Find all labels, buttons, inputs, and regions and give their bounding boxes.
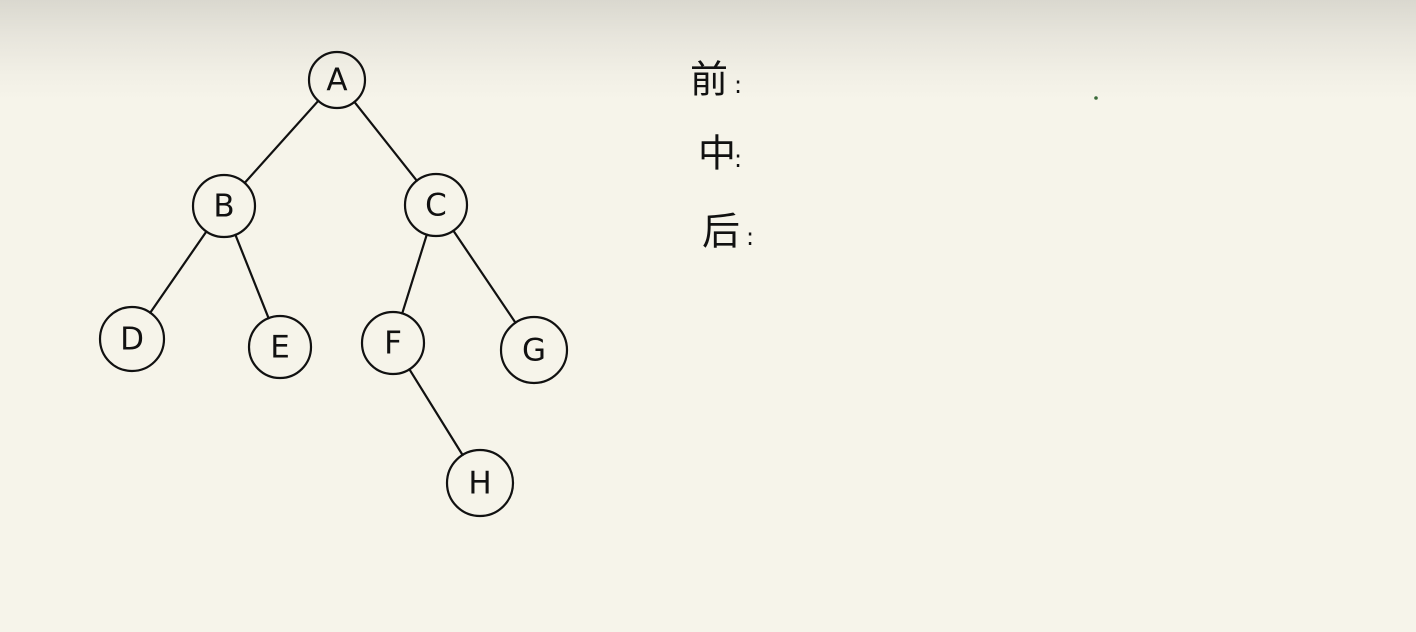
tree-node-b: B [191, 173, 257, 239]
node-label-g: G [522, 333, 546, 369]
preorder-line: 前 : [690, 58, 742, 102]
edge-f-h [408, 368, 464, 457]
node-circle-b [191, 173, 257, 239]
traversal-notes: 前 : 中 : 后 : [690, 58, 754, 254]
tree-node-c: C [403, 172, 469, 238]
preorder-colon: : [734, 71, 742, 99]
node-circle-g [499, 315, 569, 385]
node-label-a: A [326, 63, 347, 99]
edge-c-g [452, 229, 517, 324]
postorder-label: 后 [702, 210, 740, 254]
tree-edges [149, 99, 517, 457]
node-label-b: B [213, 189, 234, 225]
tree-node-h: H [445, 448, 515, 518]
node-label-f: F [384, 326, 402, 362]
edge-b-d [149, 230, 208, 314]
postorder-line: 后 : [702, 210, 754, 254]
node-circle-a [307, 50, 367, 110]
node-label-c: C [425, 188, 447, 224]
node-label-d: D [120, 322, 144, 358]
node-circle-e [247, 314, 313, 380]
edge-b-e [234, 233, 270, 320]
stray-ink-dot [1094, 96, 1098, 100]
node-label-h: H [468, 466, 491, 502]
inorder-colon: : [734, 145, 742, 173]
tree-node-f: F [360, 310, 426, 376]
node-circle-h [445, 448, 515, 518]
node-circle-f [360, 310, 426, 376]
tree-node-e: E [247, 314, 313, 380]
tree-node-d: D [98, 305, 166, 373]
postorder-colon: : [746, 223, 754, 251]
node-circle-c [403, 172, 469, 238]
edge-a-b [243, 99, 320, 184]
edge-a-c [353, 100, 418, 182]
inorder-label: 中 [698, 132, 736, 176]
preorder-label: 前 [690, 58, 728, 102]
inorder-line: 中 : [698, 132, 742, 176]
tree-node-g: G [499, 315, 569, 385]
tree-node-a: A [307, 50, 367, 110]
node-label-e: E [270, 330, 290, 366]
tree-nodes: A B C D E F G H [98, 50, 569, 518]
node-circle-d [98, 305, 166, 373]
edge-c-f [401, 233, 428, 315]
